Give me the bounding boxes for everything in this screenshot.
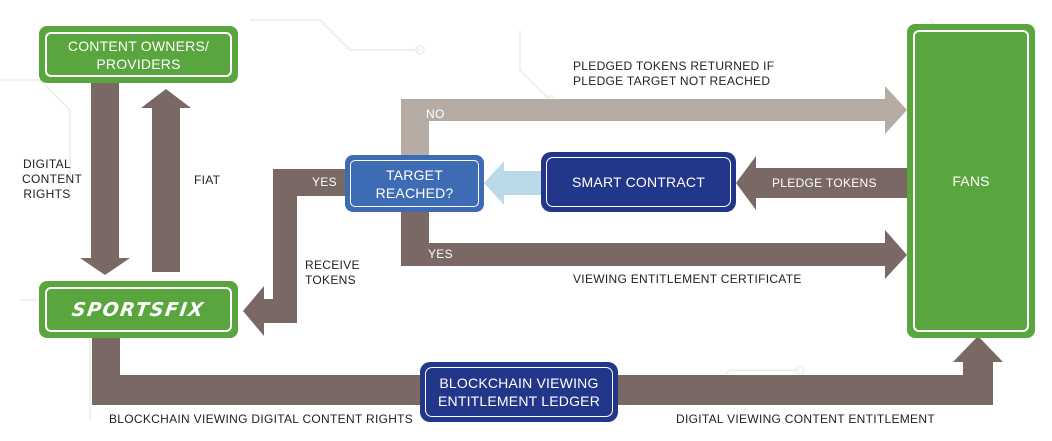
target-reached-box-border bbox=[350, 160, 479, 207]
pledge-tokens-arrow bbox=[736, 156, 907, 210]
target-reached-box: TARGET REACHED? bbox=[345, 155, 484, 212]
fiat-arrow bbox=[141, 89, 191, 272]
sportsfix-box-border bbox=[45, 287, 232, 332]
pledged-returned-label: PLEDGED TOKENS RETURNED IF PLEDGE TARGET… bbox=[573, 59, 775, 88]
smart-contract-box-border bbox=[546, 157, 731, 207]
ledger-label: BLOCKCHAIN VIEWING ENTITLEMENT LEDGER bbox=[437, 375, 601, 409]
ledger-arrow bbox=[92, 336, 1003, 405]
smart-contract-label: SMART CONTRACT bbox=[572, 174, 705, 190]
content-owners-box-border bbox=[45, 32, 232, 77]
digital-content-rights-label: DIGITAL CONTENT RIGHTS bbox=[22, 157, 83, 201]
fiat-label: FIAT bbox=[194, 173, 221, 187]
smart-contract-box: SMART CONTRACT bbox=[541, 152, 736, 212]
fans-label: FANS bbox=[952, 173, 990, 189]
yes-bottom-label: YES bbox=[428, 247, 453, 261]
target-reached-label: TARGET REACHED? bbox=[375, 166, 454, 201]
sportsfix-box: SPORTSFIX bbox=[39, 281, 238, 338]
receive-tokens-label: RECEIVE TOKENS bbox=[305, 258, 360, 287]
ledger-box-border bbox=[425, 367, 613, 417]
fans-box-border bbox=[913, 30, 1029, 332]
sportsfix-logo: SPORTSFIX bbox=[70, 298, 207, 321]
pledge-tokens-label: PLEDGE TOKENS bbox=[772, 176, 877, 190]
content-owners-label: CONTENT OWNERS/ PROVIDERS bbox=[67, 37, 210, 72]
digital-viewing-entitlement-label: DIGITAL VIEWING CONTENT ENTITLEMENT bbox=[676, 412, 935, 426]
no-arrow bbox=[401, 86, 907, 156]
fans-box: FANS bbox=[907, 24, 1035, 338]
content-owners-box: CONTENT OWNERS/ PROVIDERS bbox=[39, 26, 238, 83]
yes-certificate-arrow bbox=[401, 210, 907, 279]
digital-content-rights-arrow bbox=[80, 83, 130, 275]
no-label: NO bbox=[426, 107, 445, 121]
contract-to-target-arrow bbox=[484, 161, 541, 205]
ledger-box: BLOCKCHAIN VIEWING ENTITLEMENT LEDGER bbox=[420, 362, 618, 422]
blockchain-rights-label: BLOCKCHAIN VIEWING DIGITAL CONTENT RIGHT… bbox=[109, 412, 414, 426]
receive-tokens-arrow bbox=[243, 169, 345, 336]
yes-left-label: YES bbox=[312, 175, 337, 189]
viewing-certificate-label: VIEWING ENTITLEMENT CERTIFICATE bbox=[573, 272, 802, 286]
